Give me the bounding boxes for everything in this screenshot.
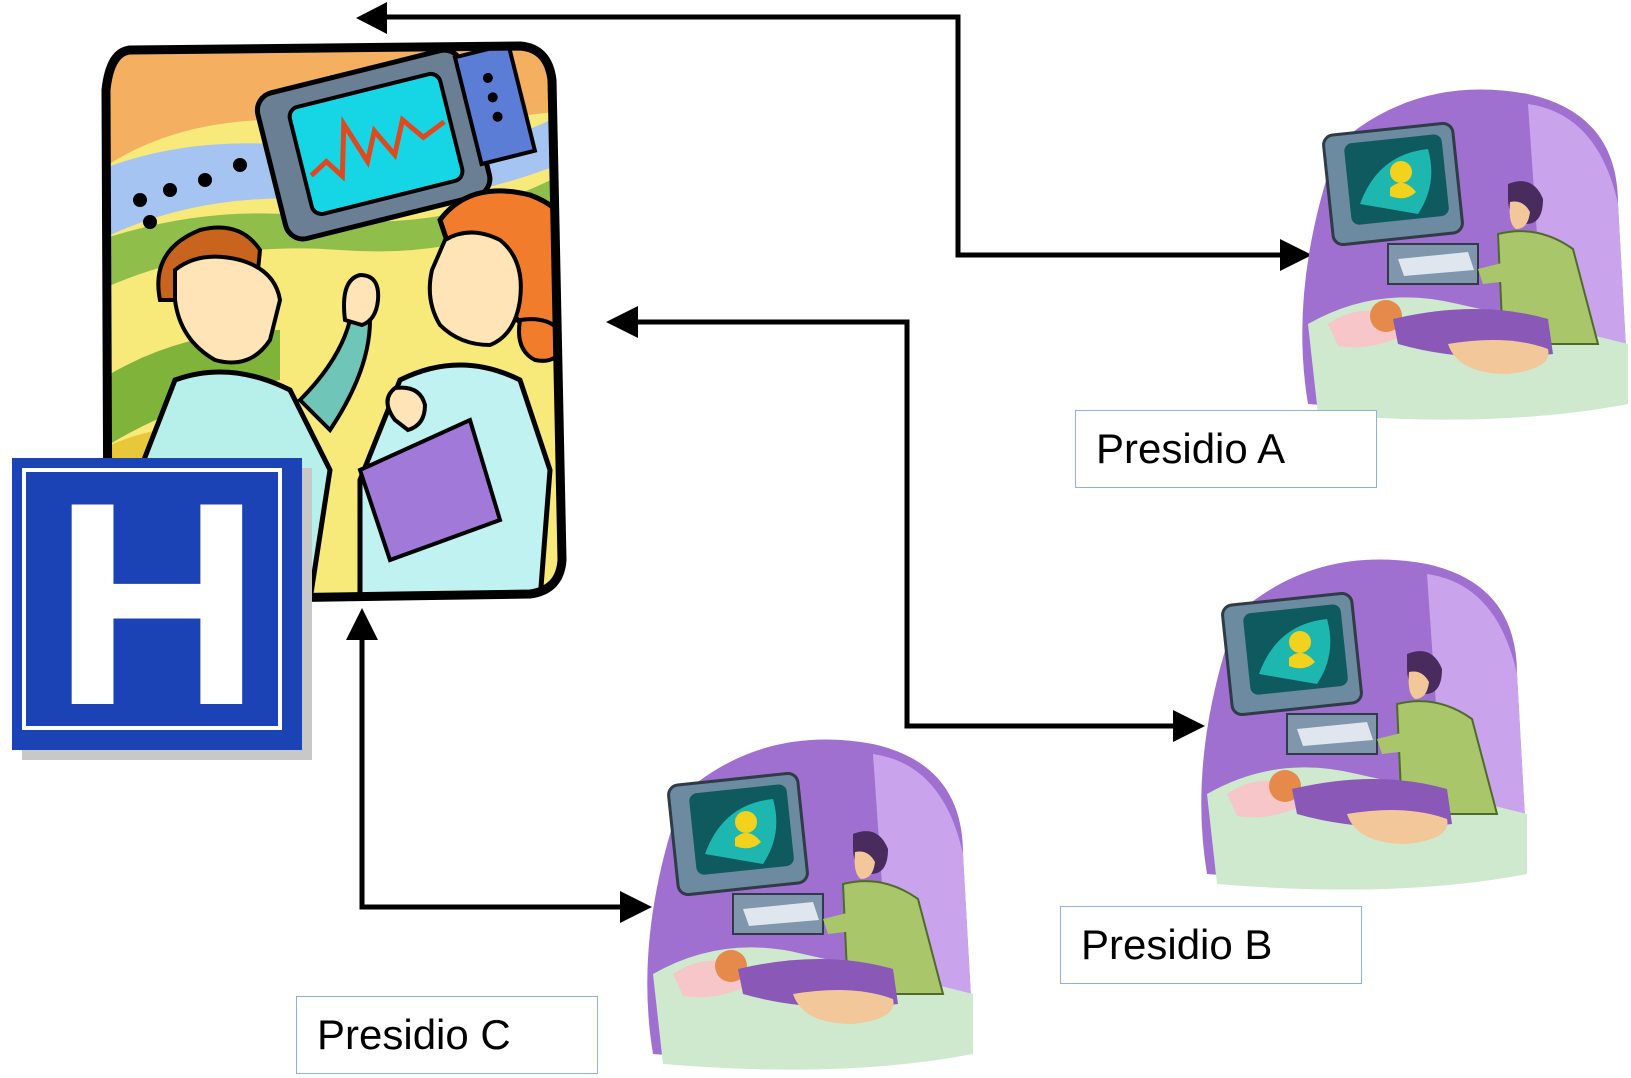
ultrasound-scene-b xyxy=(1199,558,1529,892)
presidio-b-label: Presidio B xyxy=(1060,906,1362,984)
arrowhead-hospital-bottom xyxy=(346,608,378,640)
arrowhead-presidio-a xyxy=(1280,239,1312,271)
presidio-a-label: Presidio A xyxy=(1075,410,1377,488)
arrow-to-presidio-a xyxy=(385,14,1285,258)
ultrasound-scene-c xyxy=(645,738,975,1072)
presidio-c-label: Presidio C xyxy=(296,996,598,1074)
hospital-sign-plate xyxy=(12,458,302,750)
hospital-sign-frame xyxy=(22,468,282,730)
hospital-sign: H xyxy=(12,458,312,760)
arrowhead-presidio-c xyxy=(620,891,652,923)
arrow-to-presidio-c xyxy=(359,635,625,910)
arrowhead-hospital-top xyxy=(356,2,387,34)
arrowhead-hospital-right xyxy=(606,306,638,338)
hospital-sign-letter: H xyxy=(52,442,262,766)
arrowhead-presidio-b xyxy=(1173,710,1205,742)
ultrasound-scene-a xyxy=(1300,88,1630,422)
arrow-to-presidio-b xyxy=(632,319,1177,729)
